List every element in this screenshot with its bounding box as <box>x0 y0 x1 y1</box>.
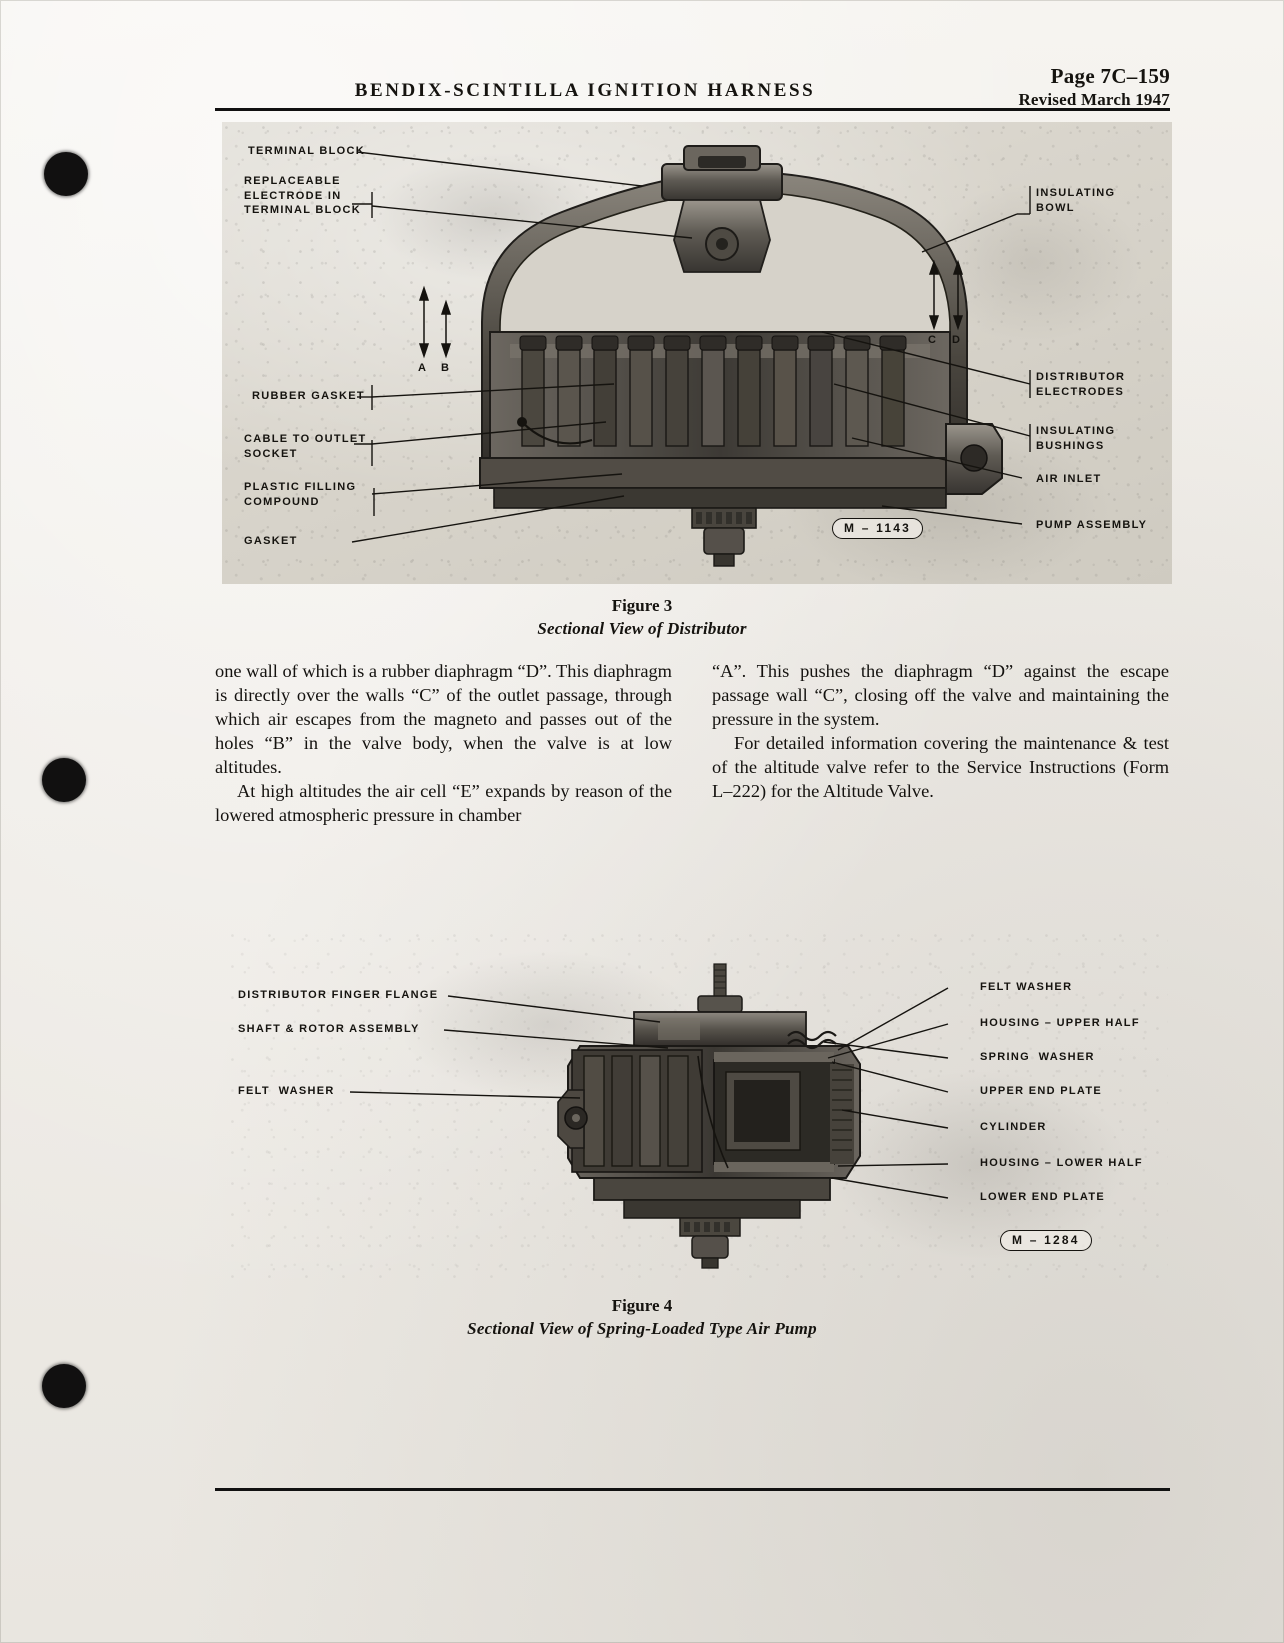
paragraph: one wall of which is a rubber diaphragm … <box>215 661 672 777</box>
figure-4-label-housing-upper-half: HOUSING – UPPER HALF <box>980 1017 1140 1029</box>
punch-hole <box>42 758 86 802</box>
figure-3-label-insulating-bowl: INSULATING BOWL <box>1036 187 1116 214</box>
figure-4-label-felt-washer: FELT WASHER <box>238 1085 335 1097</box>
figure-3-label-pump-assembly: PUMP ASSEMBLY <box>1036 519 1148 531</box>
dimension-letter-c: C <box>928 334 938 346</box>
figure-4-caption-number: Figure 4 <box>611 1296 673 1315</box>
paragraph: “A”. This pushes the diaphragm “D” again… <box>712 661 1169 729</box>
paragraph: For detailed information covering the ma… <box>712 732 1169 801</box>
figure-3-label-plastic-filling-compound: PLASTIC FILLING COMPOUND <box>244 481 357 508</box>
figure-3-label-rubber-gasket: RUBBER GASKET <box>252 390 365 402</box>
punch-hole <box>44 152 88 196</box>
figure-3-label-gasket: GASKET <box>244 535 298 547</box>
figure-4-label-shaft-rotor-assembly: SHAFT & ROTOR ASSEMBLY <box>238 1023 420 1035</box>
figure-4-label-felt-washer: FELT WASHER <box>980 981 1073 993</box>
figure-3-label-replaceable-electrode: REPLACEABLE ELECTRODE IN TERMINAL BLOCK <box>244 175 361 217</box>
figure-4-image: DISTRIBUTOR FINGER FLANGE SHAFT & ROTOR … <box>228 930 1168 1282</box>
figure-4-label-lower-end-plate: LOWER END PLATE <box>980 1191 1106 1203</box>
figure-3-caption: Figure 3 Sectional View of Distributor <box>0 594 1284 640</box>
body-text: one wall of which is a rubber diaphragm … <box>215 660 1170 827</box>
figure-3-label-distributor-electrodes: DISTRIBUTOR ELECTRODES <box>1036 371 1126 398</box>
figure-3-label-air-inlet: AIR INLET <box>1036 473 1102 485</box>
figure-3-label-insulating-bushings: INSULATING BUSHINGS <box>1036 425 1116 452</box>
footer-rule <box>215 1488 1170 1491</box>
running-head: BENDIX-SCINTILLA IGNITION HARNESS <box>354 80 816 101</box>
figure-4-drawing-number: M – 1284 <box>1000 1230 1092 1251</box>
dimension-letter-b: B <box>441 362 451 374</box>
distributor-cross-section-drawing <box>418 145 1003 567</box>
plate-blotch <box>398 950 698 1100</box>
figure-3-label-cable-to-outlet-socket: CABLE TO OUTLET SOCKET <box>244 433 367 460</box>
page-number-block: Page 7C–159 Revised March 1947 <box>1018 64 1170 110</box>
figure-3-label-terminal-block: TERMINAL BLOCK <box>248 145 365 157</box>
figure-3-caption-title: Sectional View of Distributor <box>537 619 747 639</box>
header-rule <box>215 108 1170 111</box>
body-right-column: “A”. This pushes the diaphragm “D” again… <box>712 660 1169 827</box>
figure-4-label-upper-end-plate: UPPER END PLATE <box>980 1085 1102 1097</box>
body-left-column: one wall of which is a rubber diaphragm … <box>215 660 672 827</box>
page-number: Page 7C–159 <box>1050 64 1170 88</box>
figure-3-leader-lines <box>351 151 1031 543</box>
page-header: BENDIX-SCINTILLA IGNITION HARNESS Page 7… <box>215 58 1170 110</box>
plate-blotch <box>372 152 612 282</box>
figure-4-caption-title: Sectional View of Spring-Loaded Type Air… <box>467 1319 817 1339</box>
figure-4-label-cylinder: CYLINDER <box>980 1121 1047 1133</box>
figure-4-label-spring-washer: SPRING WASHER <box>980 1051 1095 1063</box>
figure-3-caption-number: Figure 3 <box>611 596 673 615</box>
dimension-letter-a: A <box>418 362 428 374</box>
punch-hole <box>42 1364 86 1408</box>
figure-4-label-housing-lower-half: HOUSING – LOWER HALF <box>980 1157 1143 1169</box>
figure-4-label-distributor-finger-flange: DISTRIBUTOR FINGER FLANGE <box>238 989 439 1001</box>
figure-3-image: TERMINAL BLOCK REPLACEABLE ELECTRODE IN … <box>222 122 1172 584</box>
plate-grain <box>222 122 1172 584</box>
figure-4-caption: Figure 4 Sectional View of Spring-Loaded… <box>0 1294 1284 1340</box>
paragraph: At high altitudes the air cell “E” expan… <box>215 780 672 825</box>
figure-3-drawing-number: M – 1143 <box>832 518 923 539</box>
dimension-letter-d: D <box>952 334 962 346</box>
revision-date: Revised March 1947 <box>1018 89 1170 109</box>
